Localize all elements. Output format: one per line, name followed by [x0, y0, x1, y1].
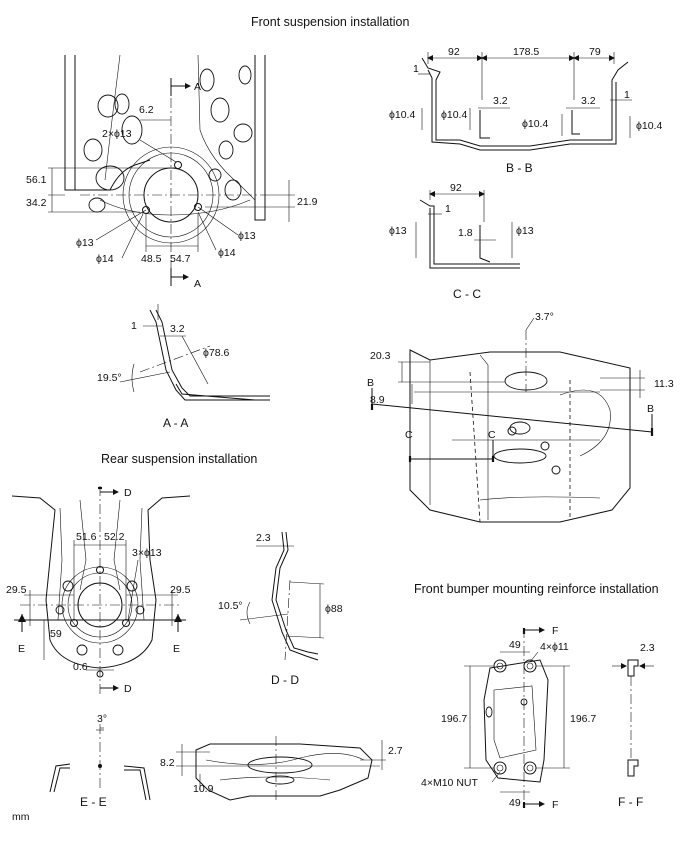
dim-phi88: ϕ88 — [325, 603, 343, 615]
section-marker-b-right: B — [647, 403, 654, 415]
dim-phi78-6: ϕ78.6 — [203, 347, 229, 359]
front-bumper-title: Front bumper mounting reinforce installa… — [414, 582, 659, 596]
rear-suspension-title: Rear suspension installation — [101, 452, 257, 466]
dim-1-cc: 1 — [445, 203, 451, 215]
dim-3-deg: 3° — [97, 713, 107, 725]
dim-1-right: 1 — [624, 89, 630, 101]
dim-1-8: 1.8 — [458, 227, 473, 239]
dim-3-2-right: 3.2 — [581, 95, 596, 107]
rear-suspension-view: D D 51.6 52.2 3×ϕ13 29.5 29.5 59 0.6 E E — [6, 486, 191, 695]
dim-phi13-right: ϕ13 — [238, 230, 256, 242]
dim-92: 92 — [448, 46, 460, 58]
dim-2-3-dd: 2.3 — [256, 532, 271, 544]
dim-phi10-4-c: ϕ10.4 — [522, 118, 548, 130]
section-marker-c-left: C — [405, 429, 413, 441]
section-marker-a-top: A — [194, 81, 201, 93]
dim-196-7-left: 196.7 — [441, 713, 467, 725]
section-f-f-view: 2.3 F - F — [612, 642, 655, 809]
section-label-c-c: C - C — [453, 287, 481, 301]
dim-8-2: 8.2 — [160, 757, 175, 769]
dim-4x-m10-nut: 4×M10 NUT — [421, 777, 478, 789]
dim-34-2: 34.2 — [26, 197, 47, 209]
dim-29-5-left: 29.5 — [6, 584, 27, 596]
section-marker-d-bottom: D — [124, 683, 132, 695]
dim-49-top: 49 — [509, 639, 521, 651]
dim-3-2-aa: 3.2 — [170, 323, 185, 335]
front-side-view: 3.7° 20.3 8.9 11.3 B B C C — [367, 311, 674, 523]
dim-54-7: 54.7 — [170, 253, 191, 265]
dim-79: 79 — [589, 46, 601, 58]
dim-2x-phi13: 2×ϕ13 — [102, 128, 132, 140]
dim-6-2: 6.2 — [139, 104, 154, 116]
dim-1-left: 1 — [413, 63, 419, 75]
dim-11-3: 11.3 — [654, 378, 674, 390]
dim-phi10-4-d: ϕ10.4 — [636, 120, 662, 132]
dim-4x-phi11: 4×ϕ11 — [540, 641, 569, 653]
dim-phi14-left: ϕ14 — [96, 253, 114, 265]
dim-phi13-left: ϕ13 — [76, 237, 94, 249]
section-label-b-b: B - B — [506, 161, 533, 175]
dim-20-3: 20.3 — [370, 350, 391, 362]
dim-29-5-right: 29.5 — [170, 584, 191, 596]
dim-21-9: 21.9 — [297, 196, 318, 208]
section-label-a-a: A - A — [163, 416, 188, 430]
section-label-f-f: F - F — [618, 795, 643, 809]
front-suspension-title: Front suspension installation — [251, 15, 409, 29]
dim-3x-phi13: 3×ϕ13 — [132, 547, 162, 559]
dim-phi10-4-a: ϕ10.4 — [389, 109, 415, 121]
dim-59: 59 — [50, 628, 62, 640]
dim-178-5: 178.5 — [513, 46, 539, 58]
dim-0-6: 0.6 — [73, 661, 88, 673]
section-marker-e-left: E — [18, 643, 25, 655]
dim-phi13-cc-left: ϕ13 — [389, 225, 407, 237]
section-a-a-view: 1 3.2 ϕ78.6 19.5° A - A — [97, 304, 270, 430]
dim-52-2: 52.2 — [104, 531, 125, 543]
section-marker-b-left: B — [367, 377, 374, 389]
dim-1-aa: 1 — [131, 320, 137, 332]
dim-48-5: 48.5 — [141, 253, 162, 265]
rear-side-view: 8.2 10.9 2.7 — [160, 736, 403, 801]
section-marker-c-right: C — [488, 429, 496, 441]
dim-3-7-deg: 3.7° — [535, 311, 554, 323]
dim-phi14-right: ϕ14 — [218, 247, 236, 259]
front-suspension-view: A A 6.2 2×ϕ13 56.1 34.2 21.9 ϕ13 ϕ14 ϕ13… — [26, 54, 318, 290]
section-marker-f-bottom: F — [552, 799, 558, 811]
section-marker-a-bottom: A — [194, 278, 201, 290]
dim-3-2-left: 3.2 — [493, 95, 508, 107]
dim-phi10-4-b: ϕ10.4 — [441, 109, 467, 121]
section-b-b-view: 92 178.5 79 1 1 ϕ10.4 ϕ10.4 3.2 ϕ10.4 3.… — [389, 46, 662, 175]
dim-2-7: 2.7 — [388, 745, 403, 757]
dim-196-7-right: 196.7 — [570, 713, 596, 725]
section-c-c-view: 92 1 ϕ13 1.8 ϕ13 C - C — [389, 182, 534, 301]
dim-56-1: 56.1 — [26, 174, 47, 186]
dim-19-5-deg: 19.5° — [97, 372, 122, 384]
dim-51-6: 51.6 — [76, 531, 97, 543]
dim-49-bottom: 49 — [509, 797, 521, 809]
section-marker-e-right: E — [173, 643, 180, 655]
dim-phi13-cc-right: ϕ13 — [516, 225, 534, 237]
dim-10-5-deg: 10.5° — [218, 600, 243, 612]
dim-8-9: 8.9 — [370, 394, 385, 406]
front-bumper-view: F F 49 4×ϕ11 196.7 196.7 4×M10 NUT 49 — [421, 625, 596, 811]
section-label-d-d: D - D — [271, 673, 299, 687]
dim-92-cc: 92 — [450, 182, 462, 194]
dim-2-3-ff: 2.3 — [640, 642, 655, 654]
section-marker-f-top: F — [552, 625, 558, 637]
section-marker-d-top: D — [124, 487, 132, 499]
dim-10-9: 10.9 — [193, 783, 214, 795]
section-label-e-e: E - E — [80, 795, 107, 809]
section-e-e-view: 3° E - E mm — [12, 713, 151, 823]
unit-label: mm — [12, 811, 30, 823]
section-d-d-view: 2.3 10.5° ϕ88 D - D — [218, 531, 343, 687]
